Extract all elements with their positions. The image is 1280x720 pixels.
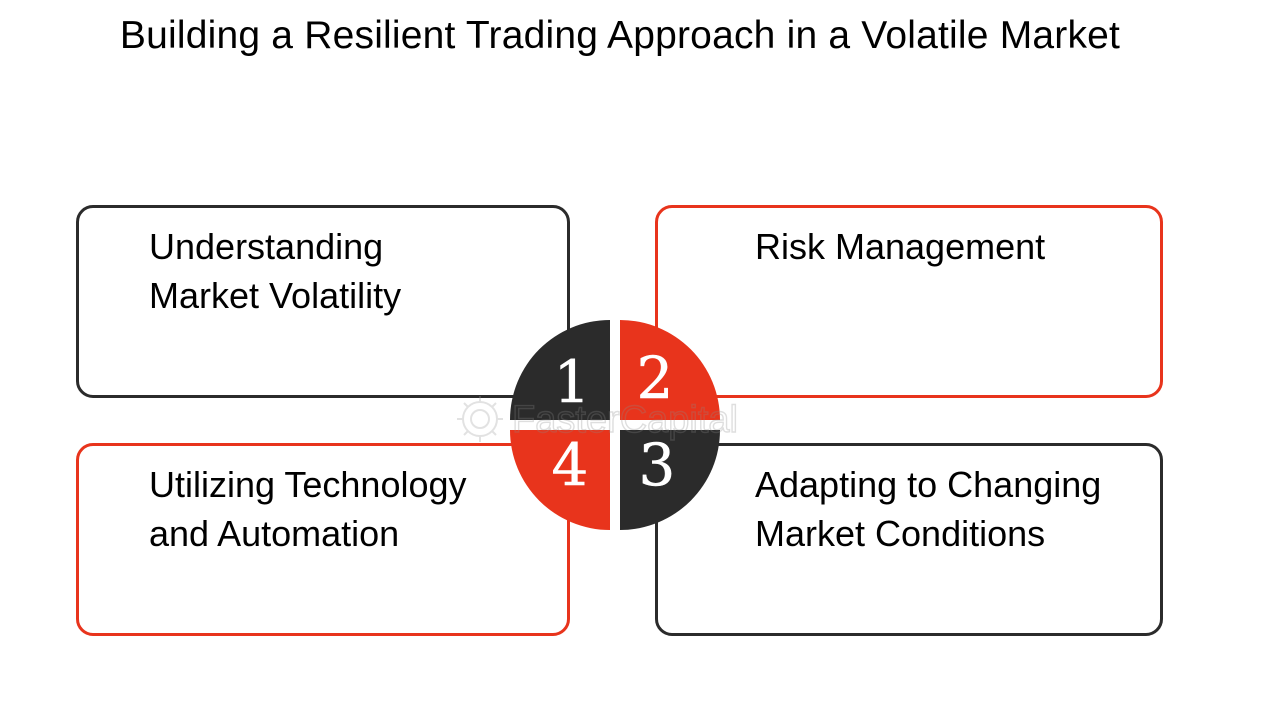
watermark-text: FasterCapital xyxy=(512,399,738,441)
quadrant-segment-1 xyxy=(510,320,610,420)
page-title: Building a Resilient Trading Approach in… xyxy=(119,14,1121,57)
quadrant-box-3: Adapting to Changing Market Conditions xyxy=(655,443,1163,636)
gear-icon xyxy=(457,396,503,442)
quadrant-label-1: Understanding Market Volatility xyxy=(149,226,402,316)
quadrant-number-4: 4 xyxy=(552,431,589,499)
quadrant-number-1: 1 xyxy=(554,348,591,416)
watermark: FasterCapital xyxy=(457,396,739,442)
quadrant-label-4: Utilizing Technology and Automation xyxy=(149,464,467,554)
quadrant-label-3: Adapting to Changing Market Conditions xyxy=(755,464,1102,554)
quadrant-number-3: 3 xyxy=(639,431,676,499)
center-circle: 1 2 3 4 xyxy=(510,320,720,530)
quadrant-number-2: 2 xyxy=(637,344,674,412)
quadrant-segment-3 xyxy=(620,430,720,530)
quadrant-box-1: Understanding Market Volatility xyxy=(76,205,570,398)
quadrant-box-2: Risk Management xyxy=(655,205,1163,398)
quadrant-box-4: Utilizing Technology and Automation xyxy=(76,443,570,636)
quadrant-label-2: Risk Management xyxy=(755,226,1046,267)
quadrant-segment-2 xyxy=(620,320,720,420)
quadrant-segment-4 xyxy=(510,430,610,530)
